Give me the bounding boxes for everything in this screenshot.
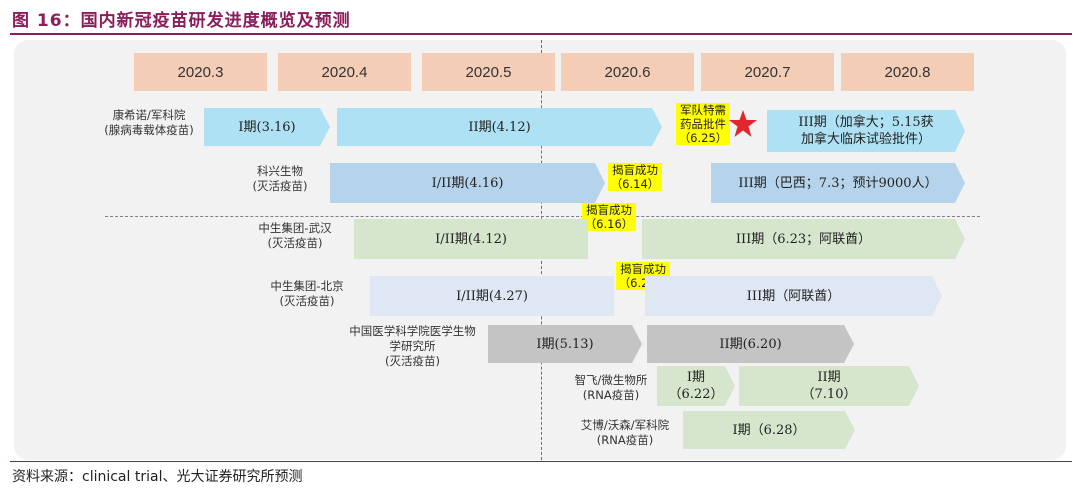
candidate-label-line: 中生集团-北京 xyxy=(270,279,344,293)
phase-label: III期（巴西；7.3；预计9000人） xyxy=(738,175,938,191)
candidate-label-line: (灭活疫苗) xyxy=(267,236,323,250)
highlight-line: 揭盲成功 xyxy=(586,203,632,217)
source-note: 资料来源：clinical trial、光大证券研究所预测 xyxy=(12,469,303,485)
phase-label: III期（阿联酋） xyxy=(746,288,841,304)
month-header: 2020.4 xyxy=(278,53,411,91)
candidate-label-line: (灭活疫苗) xyxy=(279,294,335,308)
highlight-line: 揭盲成功 xyxy=(620,262,666,276)
phase-bar-sinovac-3: III期（巴西；7.3；预计9000人） xyxy=(711,163,965,203)
candidate-label-sinovac: 科兴生物 (灭活疫苗) xyxy=(225,164,335,194)
star-icon xyxy=(729,110,757,137)
group-divider-line xyxy=(105,216,980,217)
candidate-label-line: 学研究所 xyxy=(389,339,436,353)
phase-bar-zhifei-2: II期 （7.10） xyxy=(739,366,919,406)
phase-label: III期（6.23；阿联酋） xyxy=(735,231,872,247)
candidate-label-sinopharm-wuhan: 中生集团-武汉 (灭活疫苗) xyxy=(240,221,350,251)
phase-bar-wuhan-12: I/II期(4.12) xyxy=(354,219,588,259)
page-title: 图 16：国内新冠疫苗研发进度概览及预测 xyxy=(12,11,351,31)
candidate-label-line: (RNA疫苗) xyxy=(582,388,640,402)
highlight-line: （6.14） xyxy=(610,177,660,191)
title-divider xyxy=(10,33,1072,35)
phase-bar-imbcams-2: II期(6.20) xyxy=(647,325,854,363)
phase-bar-beijing-12: I/II期(4.27) xyxy=(370,276,614,316)
phase-bar-zhifei-1: I期 （6.22） xyxy=(657,366,735,406)
highlight-line: 军队特需 xyxy=(680,103,726,117)
candidate-label-line: 科兴生物 xyxy=(257,164,303,178)
candidate-label-line: (灭活疫苗) xyxy=(252,179,308,193)
candidate-label-line: 智飞/微生物所 xyxy=(574,373,648,387)
phase-bar-cansino-3: III期（加拿大；5.15获 加拿大临床试验批件） xyxy=(767,110,965,152)
phase-label-line: 加拿大临床试验批件） xyxy=(800,132,931,147)
candidate-label-cansino: 康希诺/军科院 (腺病毒载体疫苗) xyxy=(94,108,204,138)
phase-label-line: I期 xyxy=(686,370,706,385)
month-header: 2020.5 xyxy=(422,53,555,91)
candidate-label-line: (灭活疫苗) xyxy=(385,354,440,368)
phase-label: I期(3.16) xyxy=(238,119,296,135)
candidate-label-sinopharm-beijing: 中生集团-北京 (灭活疫苗) xyxy=(252,279,362,309)
phase-label: I期（6.28） xyxy=(732,422,806,438)
phase-label: I/II期(4.16) xyxy=(431,175,504,191)
highlight-line: （6.16） xyxy=(584,217,634,231)
phase-bar-wuhan-3: III期（6.23；阿联酋） xyxy=(642,219,965,259)
candidate-label-zhifei: 智飞/微生物所 (RNA疫苗) xyxy=(556,373,666,403)
candidate-label-imbcams: 中国医学科学院医学生物 学研究所 (灭活疫苗) xyxy=(340,324,485,369)
highlight-sinovac-unblinding: 揭盲成功 （6.14） xyxy=(608,163,662,191)
highlight-line: 揭盲成功 xyxy=(612,163,658,177)
highlight-wuhan-unblinding: 揭盲成功 （6.16） xyxy=(582,203,636,231)
phase-label-line: （6.22） xyxy=(668,387,724,402)
month-header: 2020.7 xyxy=(701,53,834,91)
highlight-military-approval: 军队特需 药品批件 （6.25） xyxy=(676,103,730,145)
phase-bar-abogen-1: I期（6.28） xyxy=(683,411,855,449)
month-header: 2020.6 xyxy=(561,53,694,91)
phase-label: I期(5.13) xyxy=(536,336,594,352)
phase-bar-cansino-2: II期(4.12) xyxy=(337,108,662,146)
phase-label-line: III期（加拿大；5.15获 xyxy=(798,115,934,130)
phase-label: I/II期(4.27) xyxy=(456,288,528,304)
highlight-line: （6.25） xyxy=(678,131,728,145)
phase-label: II期(4.12) xyxy=(468,119,531,135)
footer-divider xyxy=(10,461,1072,462)
phase-bar-sinovac-12: I/II期(4.16) xyxy=(330,163,605,203)
candidate-label-line: 中国医学科学院医学生物 xyxy=(349,324,476,338)
phase-label: I/II期(4.12) xyxy=(435,231,507,247)
month-header: 2020.3 xyxy=(134,53,267,91)
phase-bar-cansino-1: I期(3.16) xyxy=(204,108,330,146)
highlight-line: 药品批件 xyxy=(680,117,726,131)
candidate-label-line: 艾博/沃森/军科院 xyxy=(580,418,670,432)
candidate-label-line: 中生集团-武汉 xyxy=(258,221,332,235)
candidate-label-line: (RNA疫苗) xyxy=(596,433,654,447)
phase-bar-imbcams-1: I期(5.13) xyxy=(488,325,642,363)
candidate-label-abogen: 艾博/沃森/军科院 (RNA疫苗) xyxy=(570,418,680,448)
phase-label-line: （7.10） xyxy=(801,387,857,402)
month-header: 2020.8 xyxy=(841,53,974,91)
phase-label: II期(6.20) xyxy=(719,336,782,352)
phase-bar-beijing-3: III期（阿联酋） xyxy=(645,276,942,316)
candidate-label-line: (腺病毒载体疫苗) xyxy=(104,123,194,137)
phase-label-line: II期 xyxy=(817,370,841,385)
candidate-label-line: 康希诺/军科院 xyxy=(112,108,186,122)
